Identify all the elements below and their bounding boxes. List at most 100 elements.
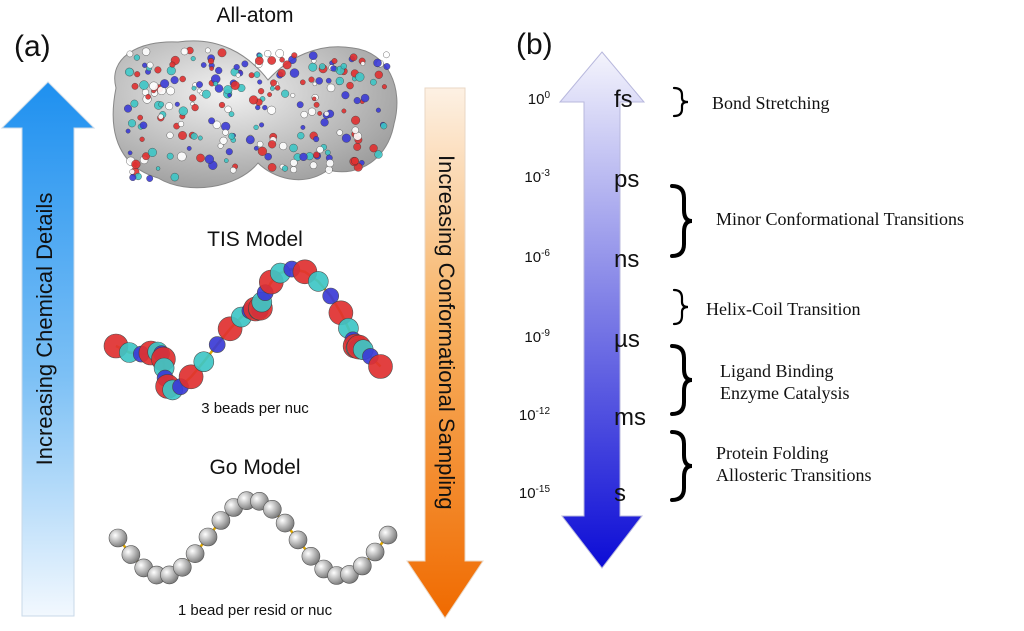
- go-bead-model-image: [108, 491, 398, 585]
- atom: [351, 115, 361, 125]
- atom: [383, 63, 391, 70]
- atom: [253, 145, 259, 151]
- go-model-caption: 1 bead per resid or nuc: [177, 602, 333, 619]
- atom: [127, 150, 133, 156]
- atom: [313, 151, 320, 159]
- atom: [254, 56, 264, 66]
- unit-us: µs: [614, 326, 640, 353]
- unit-ns: ns: [614, 246, 640, 273]
- atom: [158, 101, 165, 108]
- go-bead: [301, 547, 321, 566]
- atom: [129, 168, 135, 175]
- tis-bead: [322, 287, 339, 305]
- tis-bead: [178, 364, 204, 390]
- atom: [253, 124, 259, 131]
- right-arrow-label: Increasing Conformational Sampling: [434, 155, 459, 510]
- go-bead: [198, 527, 218, 547]
- atom: [146, 175, 154, 182]
- atom: [224, 105, 232, 113]
- atom: [296, 101, 304, 109]
- atom: [170, 172, 180, 182]
- atom: [196, 88, 202, 94]
- atom: [264, 50, 272, 58]
- atom: [248, 95, 258, 105]
- atom: [300, 125, 306, 130]
- scale-exponent-5: 10-15: [518, 484, 550, 502]
- atom: [267, 105, 277, 115]
- scale-exponent-3: 10-9: [524, 328, 550, 346]
- atom: [258, 88, 265, 95]
- go-backbone: [117, 499, 389, 577]
- atom: [139, 80, 149, 90]
- atom: [166, 66, 176, 76]
- atom: [228, 132, 236, 140]
- panel-a-label: (a): [14, 30, 51, 63]
- atom: [186, 146, 192, 151]
- atom: [133, 54, 141, 61]
- event-minor-conformational-transitions: Minor Conformational Transitions: [716, 209, 965, 229]
- atom: [200, 62, 207, 68]
- tis-model-caption: 3 beads per nuc: [201, 400, 309, 417]
- go-bead: [275, 513, 295, 533]
- atom: [137, 114, 144, 121]
- atom: [241, 60, 249, 68]
- atom: [147, 147, 157, 157]
- atom: [279, 142, 288, 151]
- brace-helix-coil: [672, 288, 689, 326]
- increasing-conformational-sampling-arrow: [406, 87, 484, 619]
- event-protein-folding: Protein Folding Allosteric Transitions: [716, 442, 872, 486]
- atom: [256, 140, 264, 148]
- atom: [281, 89, 290, 98]
- atom: [317, 111, 323, 116]
- atom: [300, 110, 308, 119]
- atom: [346, 81, 354, 90]
- atom: [267, 92, 273, 98]
- atom: [264, 152, 272, 161]
- atom: [297, 132, 305, 140]
- atom: [341, 108, 347, 114]
- atom: [290, 166, 298, 174]
- atom: [313, 101, 320, 108]
- atom: [311, 96, 317, 102]
- atom: [178, 106, 188, 116]
- atom: [318, 63, 326, 70]
- go-bead: [288, 530, 308, 550]
- atom: [259, 122, 265, 128]
- all-atom-title: All-atom: [216, 4, 294, 27]
- atom: [224, 158, 229, 163]
- atom: [323, 110, 330, 117]
- scale-exponent-1: 10-3: [524, 168, 550, 186]
- brace-protein-folding: [670, 430, 693, 502]
- event-ligand-binding-line2: Enzyme Catalysis: [720, 383, 850, 403]
- brace-ligand-binding: [670, 344, 693, 416]
- atom: [166, 86, 175, 96]
- atom: [267, 56, 276, 65]
- atom: [336, 129, 343, 136]
- atom: [267, 163, 277, 172]
- go-bead: [352, 556, 372, 576]
- atom: [324, 149, 331, 156]
- atom: [308, 62, 318, 72]
- atom: [245, 135, 255, 145]
- atom: [374, 70, 383, 79]
- go-bead: [378, 525, 398, 545]
- atom: [212, 120, 221, 129]
- atom: [180, 47, 189, 56]
- atom: [316, 146, 324, 154]
- atom: [340, 63, 347, 70]
- atom: [248, 72, 255, 79]
- tis-bead: [208, 336, 226, 353]
- brace-minor-conformational: [670, 184, 693, 258]
- atom: [174, 101, 180, 107]
- atom: [325, 159, 334, 168]
- scale-exponent-2: 10-6: [524, 248, 550, 266]
- atom: [165, 102, 174, 111]
- left-arrow-label: Increasing Chemical Details: [32, 192, 57, 466]
- atom: [349, 53, 358, 62]
- atom: [191, 103, 199, 112]
- atom: [142, 152, 150, 161]
- tis-bead: [368, 354, 393, 379]
- atom: [282, 60, 292, 70]
- atom: [380, 122, 388, 130]
- atom: [190, 132, 198, 140]
